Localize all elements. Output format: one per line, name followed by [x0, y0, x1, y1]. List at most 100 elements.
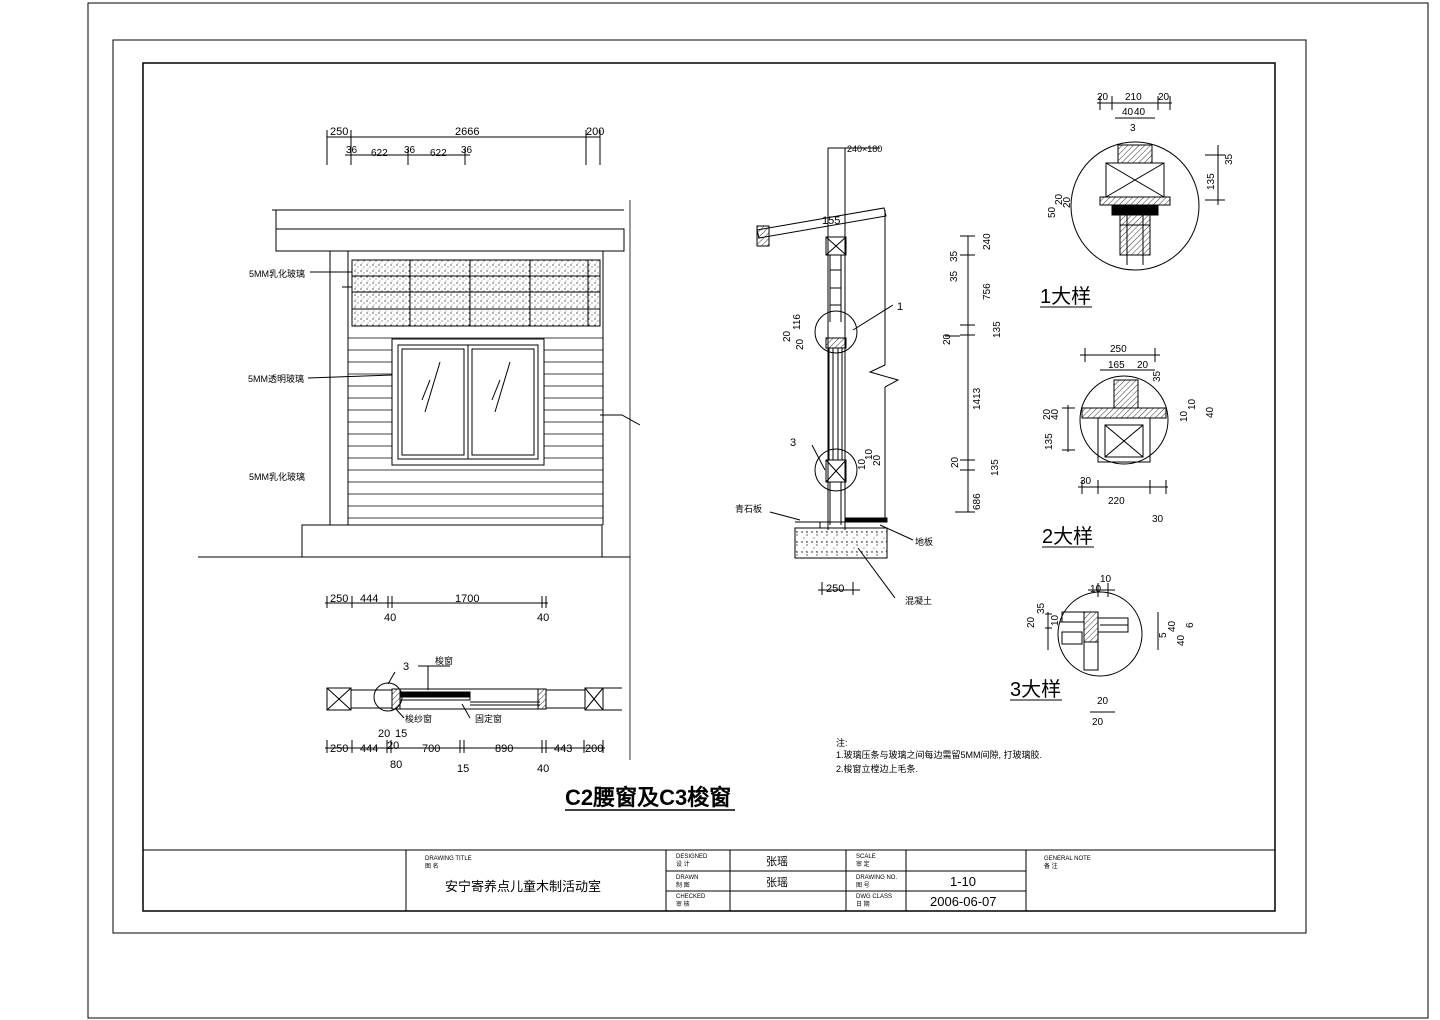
dim-label: 50 — [1047, 206, 1058, 218]
plan-view — [325, 596, 622, 753]
dim-label: 250 — [330, 593, 348, 605]
dim-label: 155 — [822, 215, 840, 227]
dim-label: 1413 — [972, 387, 983, 410]
dim-label: 10 — [1179, 410, 1190, 422]
drawing-title: C2腰窗及C3梭窗 — [565, 785, 731, 810]
title-block-label: GENERAL NOTE — [1044, 856, 1091, 862]
section-top-label: 240×180 — [847, 144, 882, 154]
dim-label: 40 — [1122, 107, 1134, 118]
dim-label: 210 — [1125, 92, 1142, 103]
note-item: 1.玻璃压条与玻璃之间每边需留5MM间隙, 打玻璃胶. — [836, 749, 1042, 760]
dim-label: 6 — [1185, 622, 1196, 628]
section-view — [756, 147, 975, 599]
title-block-label: 图 号 — [856, 882, 870, 889]
dim-label: 10 — [1090, 584, 1102, 595]
dim-label: 20 — [1042, 408, 1053, 420]
detail-2 — [1062, 348, 1169, 494]
section-label: 地板 — [915, 536, 933, 547]
dim-label: 622 — [430, 148, 447, 159]
drafter-name: 张瑶 — [766, 876, 788, 889]
dim-label: 135 — [992, 321, 1003, 338]
dim-label: 40 — [537, 612, 549, 624]
dim-label: 40 — [1176, 634, 1187, 646]
dim-label: 40 — [384, 612, 396, 624]
dim-label: 220 — [1108, 496, 1125, 507]
dim-label: 20 — [1054, 193, 1065, 205]
dim-label: 200 — [586, 126, 604, 138]
dim-label: 10 — [864, 448, 875, 460]
dim-label: 40 — [1205, 406, 1216, 418]
dim-label: 20 — [942, 333, 953, 345]
elevation-view — [198, 130, 641, 760]
dim-label: 135 — [1206, 173, 1217, 190]
dim-label: 10 — [1050, 614, 1061, 626]
title-block-label: 图 名 — [425, 862, 439, 870]
notes-heading: 注: — [836, 737, 848, 748]
callout-number: 3 — [790, 437, 796, 449]
dim-label: 135 — [990, 459, 1001, 476]
title-block-label: CHECKED — [676, 894, 706, 900]
dim-label: 20 — [1062, 196, 1073, 208]
dim-label: 30 — [1080, 476, 1092, 487]
title-block-label: 备 注 — [1044, 862, 1058, 870]
dim-label: 40 — [1050, 408, 1061, 420]
dim-label: 20 — [1092, 717, 1104, 728]
section-label: 混凝土 — [905, 595, 932, 606]
dim-label: 20 — [378, 728, 390, 740]
dim-label: 116 — [792, 314, 803, 330]
dim-label: 20 — [782, 330, 793, 342]
dim-label: 700 — [422, 743, 440, 755]
dim-label: 40 — [1134, 107, 1146, 118]
plan-label: 梭纱窗 — [405, 713, 432, 724]
detail-3 — [1045, 583, 1159, 713]
dim-label: 36 — [346, 145, 358, 156]
dim-label: 5 — [1158, 632, 1169, 638]
plan-label: 固定窗 — [475, 713, 502, 724]
outer-border — [87, 2, 1429, 1019]
dim-label: 35 — [1224, 153, 1235, 165]
dim-label: 3 — [1130, 123, 1136, 134]
title-block-label: 日 期 — [856, 900, 870, 908]
dim-label: 686 — [972, 493, 983, 510]
dim-label: 20 — [950, 456, 961, 468]
frame-border — [112, 39, 1307, 934]
detail-title: 2大样 — [1042, 525, 1093, 548]
dim-label: 165 — [1108, 360, 1125, 371]
dim-label: 40 — [537, 763, 549, 775]
detail-title: 1大样 — [1040, 285, 1091, 308]
dim-label: 2666 — [455, 126, 479, 138]
dim-label: 10 — [1100, 574, 1112, 585]
dim-label: 10 — [857, 458, 868, 470]
dim-label: 20 — [1026, 616, 1037, 628]
drawing-border — [142, 62, 1276, 912]
dim-label: 35 — [1152, 370, 1163, 382]
drawing-date: 2006-06-07 — [930, 894, 997, 909]
title-block-label: 审 定 — [856, 860, 870, 868]
note-item: 2.梭窗立樘边上毛条. — [836, 763, 918, 774]
dim-label: 444 — [360, 593, 378, 605]
title-block — [143, 849, 1275, 911]
dim-label: 200 — [585, 743, 603, 755]
dim-label: 36 — [404, 145, 416, 156]
material-label: 5MM乳化玻璃 — [249, 471, 305, 482]
title-block-label: DWG CLASS — [856, 894, 892, 900]
title-block-label: DRAWING NO. — [856, 875, 897, 881]
title-block-label: 设 计 — [676, 860, 690, 868]
title-block-label: DRAWN — [676, 875, 698, 881]
dim-label: 20 — [387, 740, 399, 752]
material-label: 5MM透明玻璃 — [248, 373, 304, 384]
drawing-number: 1-10 — [950, 874, 976, 889]
title-block-label: DESIGNED — [676, 854, 708, 860]
dim-label: 40 — [1167, 620, 1178, 632]
designer-name: 张瑶 — [766, 855, 788, 868]
dim-label: 443 — [554, 743, 572, 755]
dim-label: 444 — [360, 743, 378, 755]
dim-label: 30 — [1152, 514, 1164, 525]
dim-label: 250 — [1110, 344, 1127, 355]
dim-label: 35 — [1036, 602, 1047, 614]
plan-label: 梭窗 — [435, 655, 453, 666]
dim-label: 756 — [982, 283, 993, 300]
dim-label: 20 — [1137, 360, 1149, 371]
dim-label: 250 — [330, 743, 348, 755]
